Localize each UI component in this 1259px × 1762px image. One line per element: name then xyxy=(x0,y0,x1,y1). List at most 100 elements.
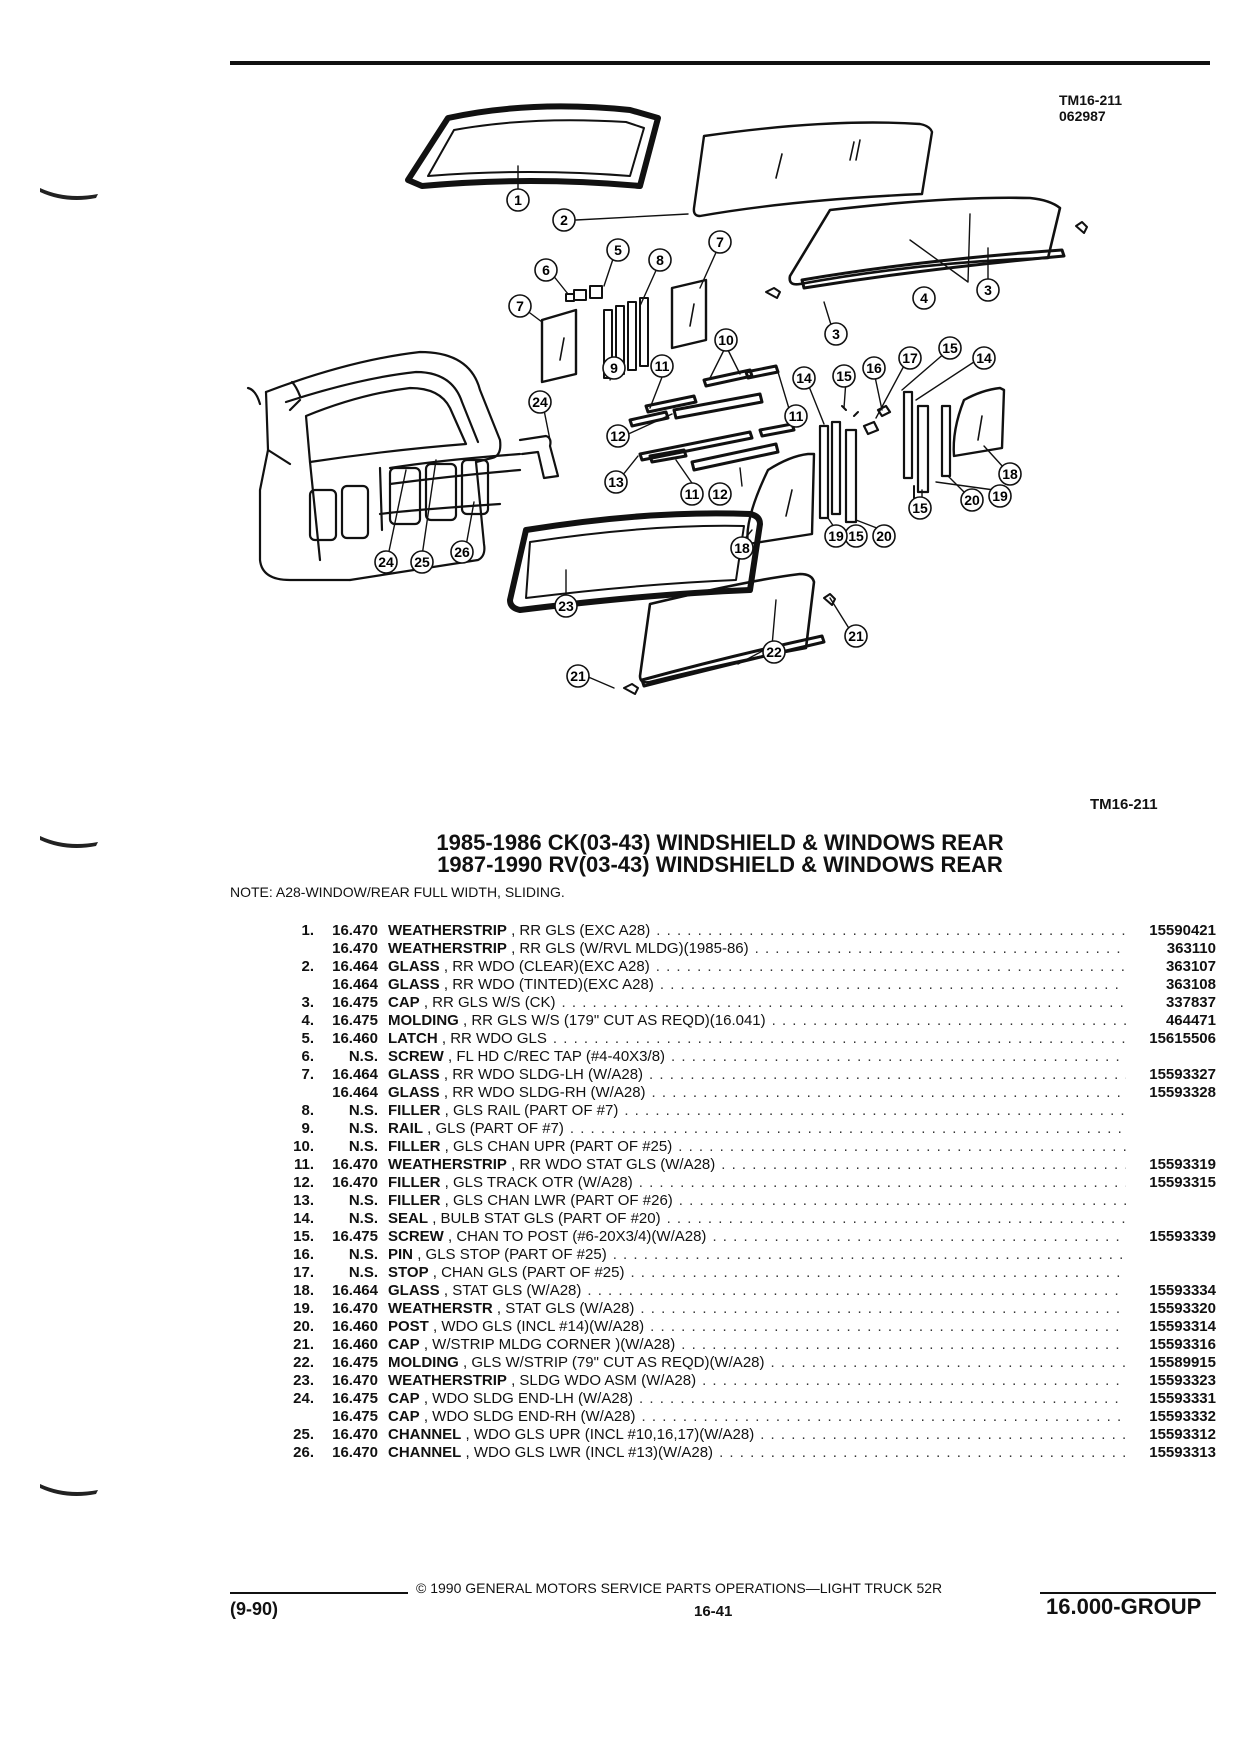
group-number: N.S. xyxy=(348,1246,378,1263)
part-number: 15593332 xyxy=(1149,1408,1216,1425)
callout-marker: 19 xyxy=(824,524,848,548)
window-post-art xyxy=(818,390,952,543)
svg-text:9: 9 xyxy=(610,360,618,376)
svg-text:8: 8 xyxy=(656,252,664,268)
part-name: WEATHERSTR xyxy=(388,1300,493,1317)
svg-text:19: 19 xyxy=(828,528,844,544)
item-number xyxy=(260,940,318,958)
part-name: GLASS xyxy=(388,1066,440,1083)
svg-text:20: 20 xyxy=(964,492,980,508)
part-description: , WDO GLS (INCL #14)(W/A28) xyxy=(433,1318,645,1335)
part-description: , RR WDO (CLEAR)(EXC A28) xyxy=(443,958,650,975)
group-number: 16.470 xyxy=(332,1372,378,1389)
callout-marker: 1 xyxy=(506,188,530,212)
revision-date: (9-90) xyxy=(230,1599,279,1619)
part-number: 337837 xyxy=(1165,994,1216,1011)
group-number: N.S. xyxy=(348,1210,378,1227)
part-number: 15593315 xyxy=(1149,1174,1216,1191)
svg-text:3: 3 xyxy=(984,282,992,298)
part-number: 15593323 xyxy=(1149,1372,1216,1389)
item-number: 21. xyxy=(293,1336,314,1353)
callout-marker: 21 xyxy=(566,664,590,688)
svg-text:1: 1 xyxy=(514,192,522,208)
dot-leader xyxy=(581,1282,1126,1300)
part-description: , CHAN TO POST (#6-20X3/4)(W/A28) xyxy=(448,1228,707,1245)
footer-rule-left xyxy=(230,1592,408,1594)
part-name: WEATHERSTRIP xyxy=(388,940,507,957)
callout-marker: 13 xyxy=(604,470,628,494)
cab-rear-outline-art xyxy=(246,350,560,582)
svg-text:22: 22 xyxy=(766,644,782,660)
part-description: , RR GLS W/S (179" CUT AS REQD)(16.041) xyxy=(463,1012,766,1029)
svg-text:24: 24 xyxy=(378,554,394,570)
dot-leader xyxy=(765,1354,1127,1372)
part-number: 363110 xyxy=(1166,940,1216,957)
part-description: , GLS W/STRIP (79" CUT AS REQD)(W/A28) xyxy=(463,1354,765,1371)
callout-marker: 24 xyxy=(374,550,398,574)
part-name: CAP xyxy=(388,1390,420,1407)
part-number: 15593334 xyxy=(1149,1282,1216,1299)
part-description: , RR WDO (TINTED)(EXC A28) xyxy=(443,976,654,993)
diagram-reference-label: TM16-211 xyxy=(1090,796,1158,813)
part-number xyxy=(1126,1264,1216,1282)
part-name: CHANNEL xyxy=(388,1426,462,1443)
svg-text:15: 15 xyxy=(848,528,864,544)
part-name: LATCH xyxy=(388,1030,438,1047)
part-name: GLASS xyxy=(388,958,440,975)
callout-marker: 18 xyxy=(730,536,754,560)
title-line: 1987-1990 RV(03-43) WINDSHIELD & WINDOWS… xyxy=(437,852,1003,877)
svg-text:11: 11 xyxy=(685,486,700,502)
callout-marker: 25 xyxy=(414,554,430,570)
svg-text:23: 23 xyxy=(558,598,574,614)
part-description: , SLDG WDO ASM (W/A28) xyxy=(511,1372,697,1389)
part-name: MOLDING xyxy=(388,1012,459,1029)
part-number: 15589915 xyxy=(1149,1354,1216,1371)
callout-marker: 3 xyxy=(976,278,1000,302)
dot-leader xyxy=(634,1300,1126,1318)
svg-text:20: 20 xyxy=(876,528,892,544)
parts-row: 6.N.S.SCREW, FL HD C/REC TAP (#4-40X3/8) xyxy=(260,1048,1216,1066)
part-number xyxy=(1126,1048,1216,1066)
part-name: FILLER xyxy=(388,1102,441,1119)
stationary-glass-art xyxy=(746,386,1006,546)
part-description: , GLS TRACK OTR (W/A28) xyxy=(444,1174,633,1191)
svg-text:10: 10 xyxy=(718,332,734,348)
callout-marker: 9 xyxy=(602,356,626,380)
svg-text:7: 7 xyxy=(516,298,524,314)
part-description: , WDO GLS UPR (INCL #10,16,17)(W/A28) xyxy=(465,1426,755,1443)
callout-marker: 18 xyxy=(998,462,1022,486)
callout-marker: 14 xyxy=(792,366,816,390)
svg-text:7: 7 xyxy=(716,234,724,250)
group-number: 16.470 xyxy=(332,1300,378,1317)
group-number: 16.464 xyxy=(332,1084,378,1101)
dot-leader xyxy=(754,1426,1126,1444)
svg-text:16: 16 xyxy=(866,360,882,376)
part-name: GLASS xyxy=(388,976,440,993)
dot-leader xyxy=(706,1228,1126,1246)
parts-row: 9.N.S.RAIL, GLS (PART OF #7) xyxy=(260,1120,1216,1138)
part-name: SEAL xyxy=(388,1210,429,1227)
part-description: , WDO SLDG END-LH (W/A28) xyxy=(423,1390,634,1407)
part-description: , BULB STAT GLS (PART OF #20) xyxy=(432,1210,661,1227)
callout-marker: 12 xyxy=(708,482,732,506)
title-line: 1985-1986 CK(03-43) WINDSHIELD & WINDOWS… xyxy=(436,830,1004,855)
item-number: 4. xyxy=(301,1012,314,1029)
item-number xyxy=(260,1408,318,1426)
dot-leader xyxy=(766,1012,1126,1030)
part-description: , GLS RAIL (PART OF #7) xyxy=(444,1102,619,1119)
part-description: , WDO SLDG END-RH (W/A28) xyxy=(423,1408,636,1425)
item-number: 23. xyxy=(293,1372,314,1389)
item-number: 25. xyxy=(293,1426,314,1443)
dot-leader xyxy=(556,994,1126,1012)
callout-marker: 20 xyxy=(960,488,984,512)
sliding-glass-art xyxy=(540,278,708,384)
part-number: 363108 xyxy=(1165,976,1216,993)
part-number: 15593312 xyxy=(1149,1426,1216,1443)
part-number: 15593320 xyxy=(1149,1300,1216,1317)
callout-marker: 11 xyxy=(650,354,674,378)
binder-hole-mark xyxy=(40,836,98,848)
